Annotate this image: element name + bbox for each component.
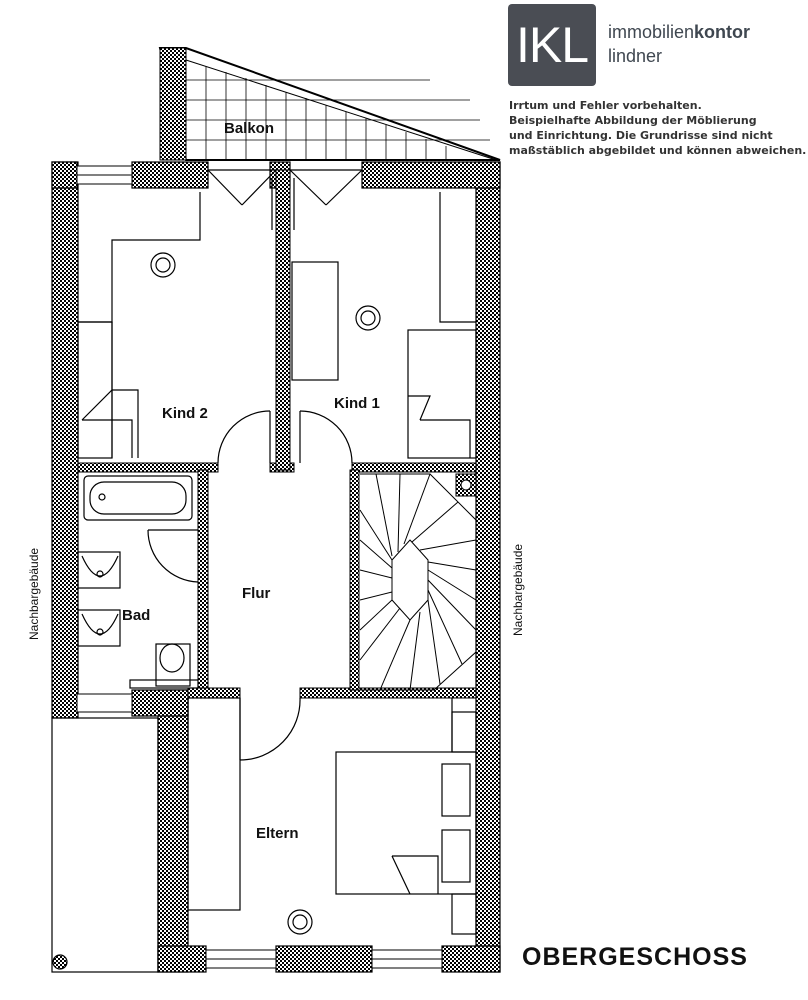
brand-name-part1: immobilien — [608, 22, 695, 42]
room-label-kid1: Kind 1 — [334, 395, 380, 412]
room-label-parents: Eltern — [256, 825, 299, 842]
brand-name: immobilienkontor — [608, 22, 750, 43]
room-label-hall: Flur — [242, 585, 270, 602]
brand-name-part2: kontor — [694, 22, 751, 42]
logo-mark: IKL — [515, 17, 589, 73]
disclaimer-line-2: Beispielhafte Abbildung der Möblierung — [509, 114, 757, 127]
neighbour-label-left: Nachbargebäude — [27, 548, 41, 640]
kid1-furniture — [291, 192, 477, 459]
windows — [76, 165, 443, 969]
room-label-balcony: Balkon — [224, 120, 274, 137]
company-logo: IKL — [508, 4, 596, 86]
balcony-doors — [207, 169, 363, 230]
staircase — [359, 473, 477, 691]
disclaimer: Irrtum und Fehler vorbehalten. Beispielh… — [509, 98, 807, 158]
kid2-furniture — [77, 192, 201, 459]
disclaimer-line-1: Irrtum und Fehler vorbehalten. — [509, 99, 702, 112]
neighbour-label-right: Nachbargebäude — [511, 544, 525, 636]
floor-title: OBERGESCHOSS — [522, 943, 748, 971]
room-label-bath: Bad — [122, 607, 150, 624]
disclaimer-line-4: maßstäblich abgebildet und können abweic… — [509, 144, 807, 157]
parents-furniture — [187, 697, 477, 935]
exterior-walls — [51, 161, 501, 973]
balcony — [158, 47, 501, 161]
brand-name-line2: lindner — [608, 46, 663, 66]
interior-walls — [77, 169, 477, 699]
bath-fixtures — [77, 475, 199, 689]
room-label-kid2: Kind 2 — [162, 405, 208, 422]
neighbour-void — [51, 717, 159, 973]
disclaimer-line-3: und Einrichtung. Die Grundrisse sind nic… — [509, 129, 773, 142]
